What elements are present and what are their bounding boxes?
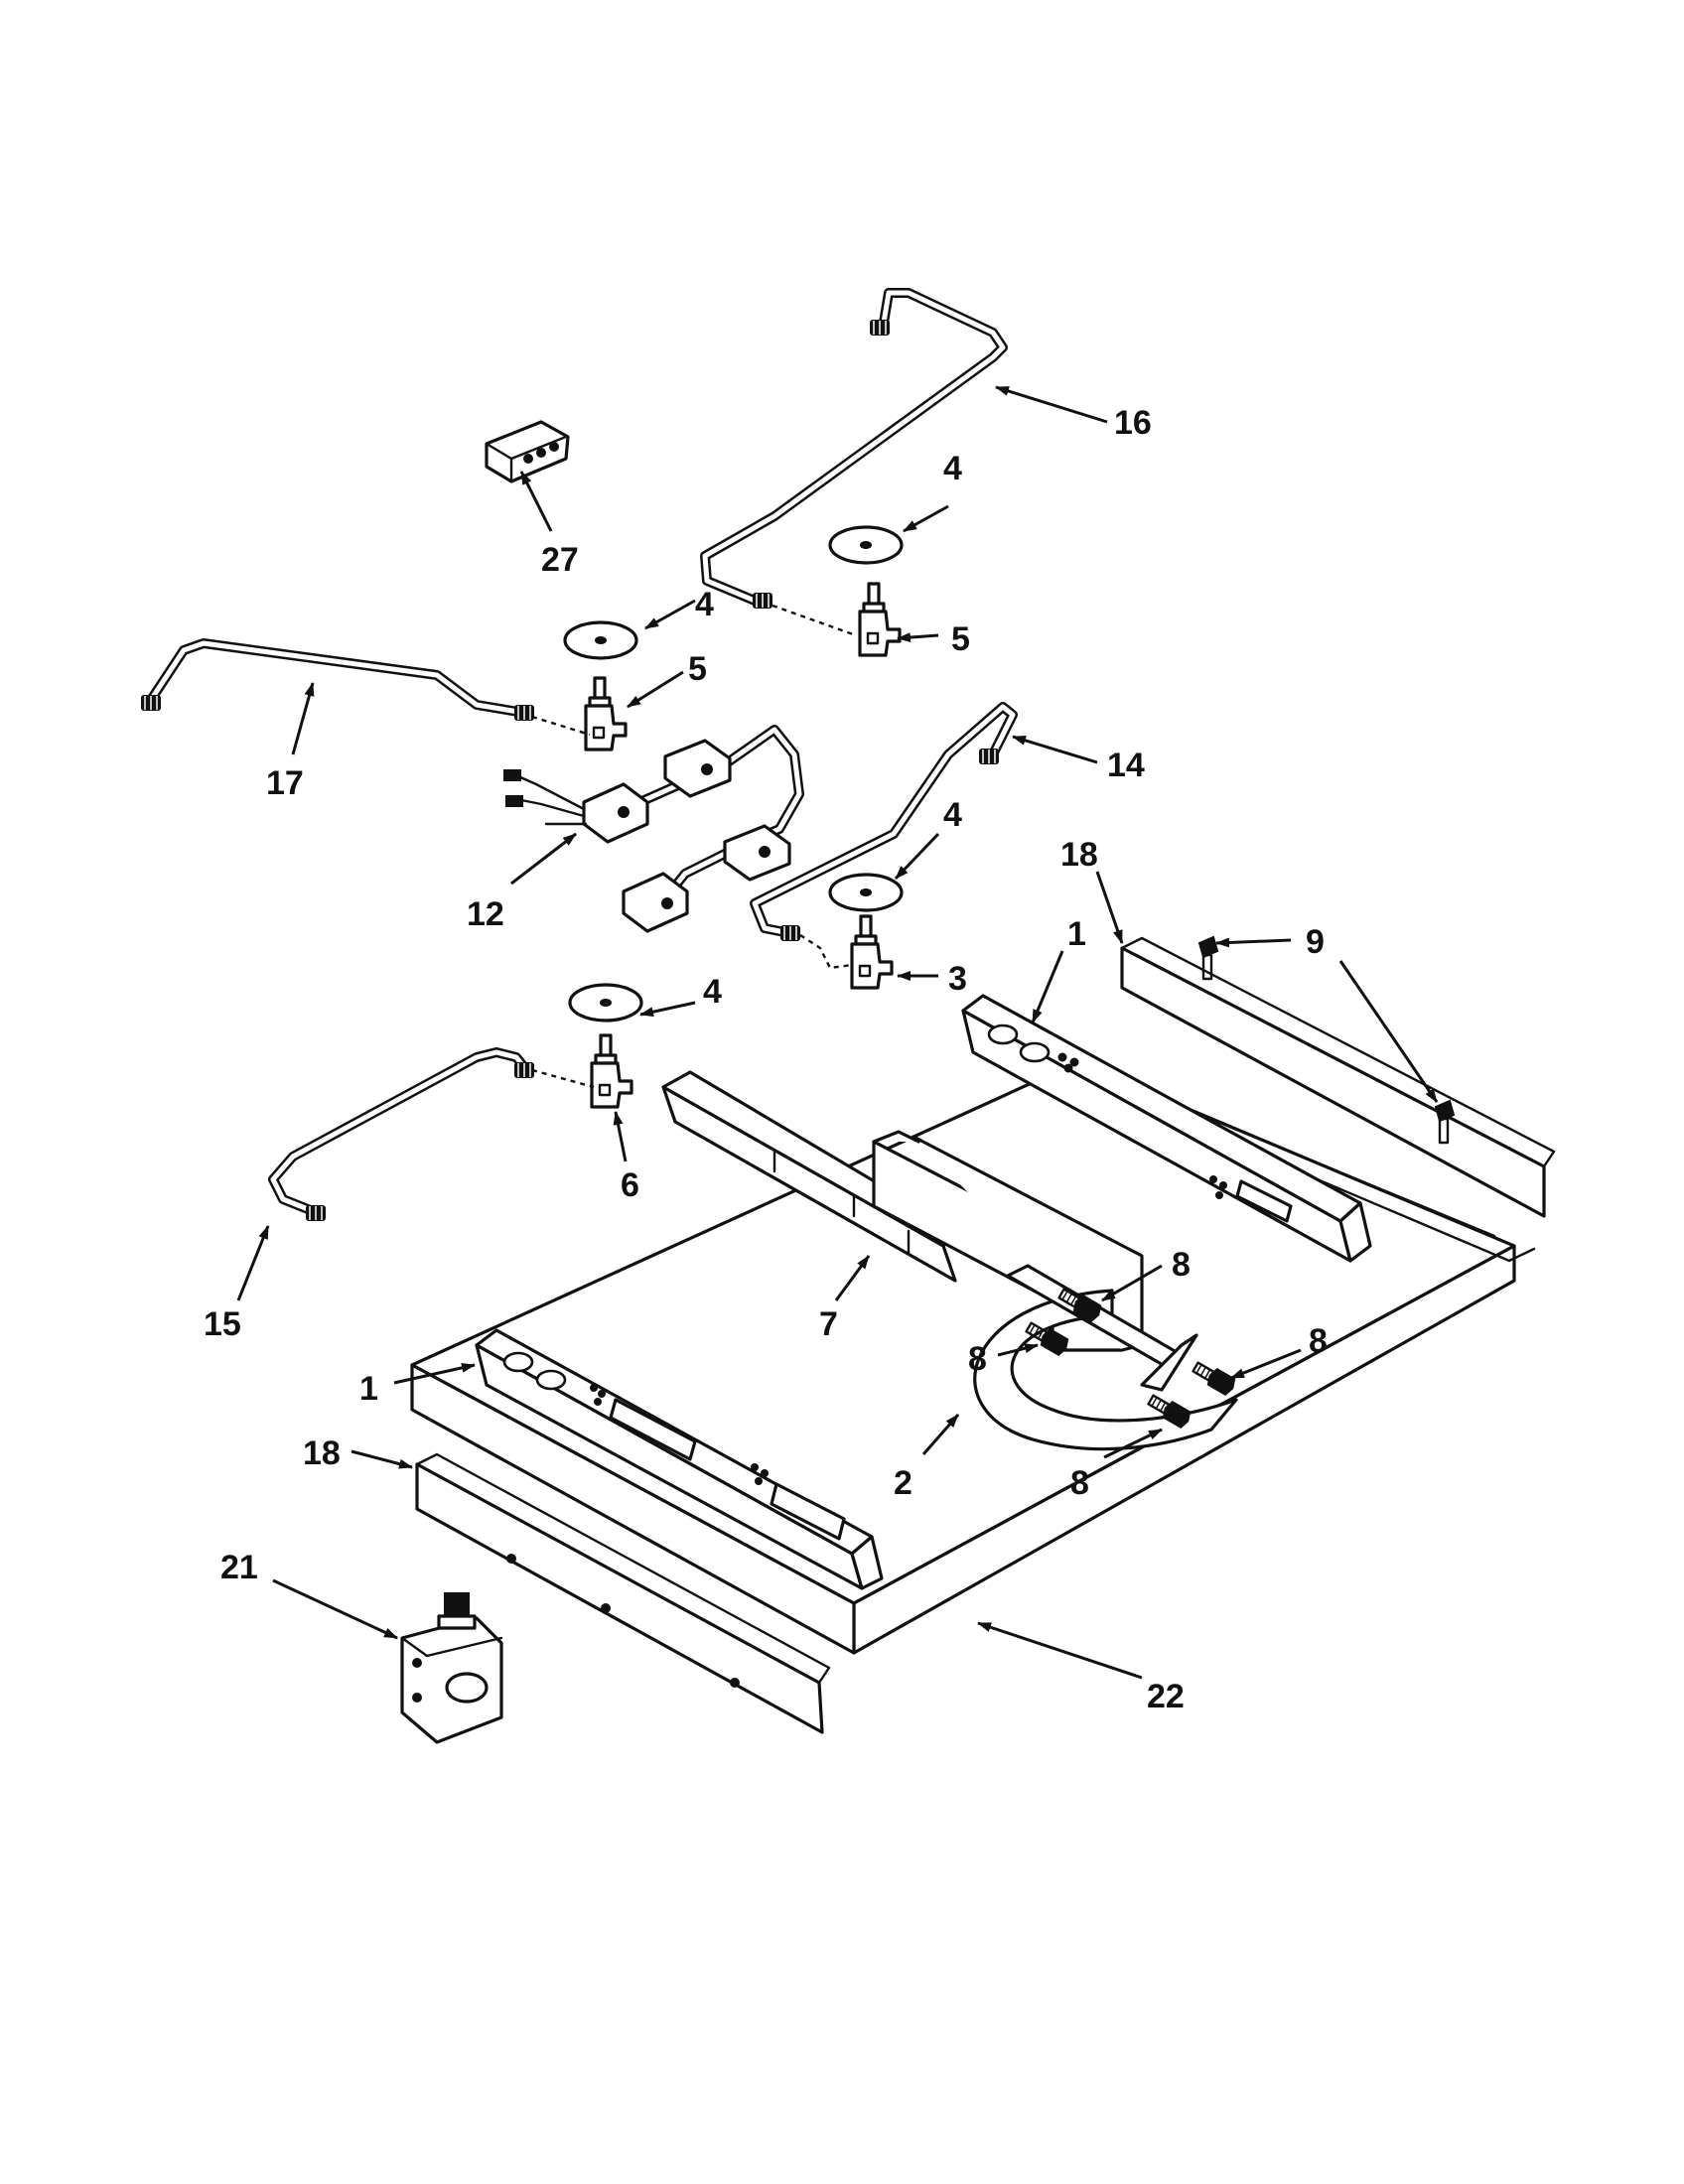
screw-9-lower — [1434, 1099, 1456, 1145]
screw-9-upper — [1197, 935, 1219, 981]
gas-regulator — [400, 1592, 503, 1744]
side-rail-front — [415, 1452, 831, 1734]
callout-27: 27 — [541, 541, 579, 579]
valve-3 — [850, 914, 894, 990]
callout-18: 18 — [303, 1434, 341, 1472]
callout-4: 4 — [703, 973, 722, 1011]
callout-2: 2 — [894, 1464, 912, 1502]
callout-4: 4 — [943, 796, 962, 834]
callout-15: 15 — [204, 1305, 241, 1343]
callout-4: 4 — [695, 586, 714, 623]
callout-17: 17 — [266, 764, 304, 802]
gas-tube-14 — [750, 702, 1018, 941]
callout-4: 4 — [943, 450, 962, 487]
callout-6: 6 — [621, 1166, 639, 1204]
side-rail-back — [1120, 936, 1556, 1218]
callout-14: 14 — [1107, 747, 1145, 784]
burner-bracket-back — [961, 994, 1372, 1263]
callout-8: 8 — [968, 1340, 987, 1378]
callout-9: 9 — [1306, 923, 1325, 961]
callout-22: 22 — [1147, 1678, 1185, 1715]
burner-cap-4-middle — [828, 873, 904, 912]
spark-module — [485, 420, 570, 483]
callout-7: 7 — [819, 1305, 838, 1343]
burner-cap-4-upper — [828, 525, 904, 565]
callout-8: 8 — [1172, 1246, 1191, 1284]
gas-tube-16 — [700, 288, 1008, 609]
spark-electrode-harness — [503, 725, 804, 933]
callout-1: 1 — [359, 1370, 378, 1408]
callout-12: 12 — [467, 895, 504, 933]
valve-5-upper — [858, 582, 902, 657]
callout-8: 8 — [1070, 1464, 1089, 1502]
burner-cap-4-lower — [568, 983, 643, 1023]
callout-1: 1 — [1067, 915, 1086, 953]
valve-6 — [590, 1033, 633, 1109]
callout-21: 21 — [220, 1549, 258, 1586]
burner-bracket-front — [475, 1328, 884, 1590]
callout-16: 16 — [1114, 404, 1152, 442]
callout-5: 5 — [688, 650, 707, 688]
valve-5-left — [584, 676, 628, 751]
callout-18: 18 — [1060, 836, 1098, 874]
callout-8: 8 — [1309, 1322, 1328, 1360]
callout-5: 5 — [951, 620, 970, 658]
burner-cap-4-left — [563, 620, 638, 660]
callout-3: 3 — [948, 960, 967, 998]
gas-tube-15 — [268, 1047, 534, 1221]
gas-tube-17 — [141, 638, 534, 721]
callout-labels: 16 27 4 4 5 5 17 14 4 12 18 9 4 3 1 6 15… — [204, 404, 1328, 1715]
leader-lines — [236, 385, 1439, 1680]
